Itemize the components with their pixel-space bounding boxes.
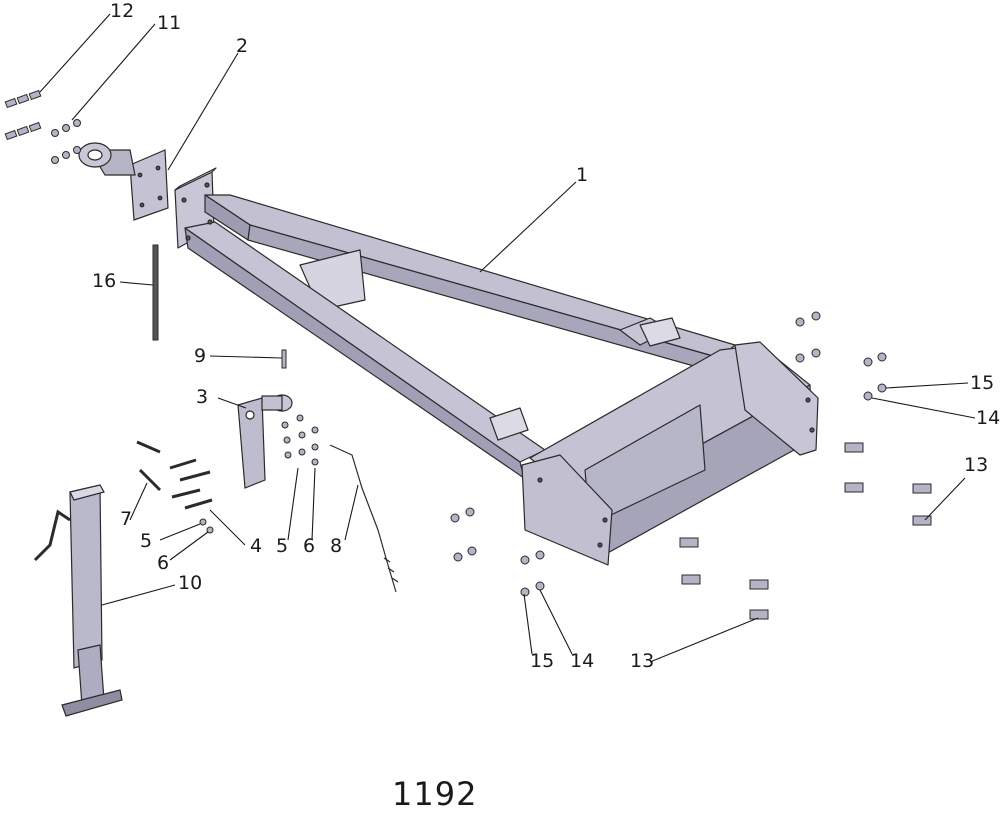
callout-7: 7 (120, 508, 133, 530)
callout-15-bottom: 15 (530, 650, 555, 672)
a-frame-drawbar (174, 167, 819, 566)
callout-12: 12 (110, 0, 135, 22)
callout-5-bracket: 5 (276, 535, 289, 557)
callout-4: 4 (250, 535, 263, 557)
hitch-bolts-and-nuts (4, 89, 81, 164)
callout-13-right: 13 (964, 454, 989, 476)
callout-1: 1 (576, 164, 589, 186)
callout-6-jack: 6 (157, 552, 170, 574)
callout-14-bottom: 14 (570, 650, 595, 672)
hitch-eye (78, 142, 169, 221)
callout-14-right: 14 (976, 407, 1000, 429)
callout-10: 10 (178, 572, 203, 594)
leader-lines (39, 13, 976, 663)
bracket-fasteners (136, 414, 319, 534)
threaded-rod (152, 244, 159, 341)
callout-9: 9 (194, 345, 207, 367)
callout-3: 3 (196, 386, 209, 408)
jack-bracket (237, 394, 293, 489)
rear-fasteners (450, 311, 932, 620)
safety-chain (329, 444, 399, 593)
callout-6-bracket: 6 (303, 535, 316, 557)
drawing-number: 1192 (392, 775, 478, 813)
callout-11: 11 (157, 12, 182, 34)
callout-2: 2 (236, 35, 249, 57)
pin (281, 349, 287, 369)
callout-13-bottom: 13 (630, 650, 655, 672)
callout-5-jack: 5 (140, 530, 153, 552)
callout-15-right: 15 (970, 372, 995, 394)
callout-8: 8 (330, 535, 343, 557)
jack-stand (33, 484, 123, 717)
callout-16: 16 (92, 270, 117, 292)
